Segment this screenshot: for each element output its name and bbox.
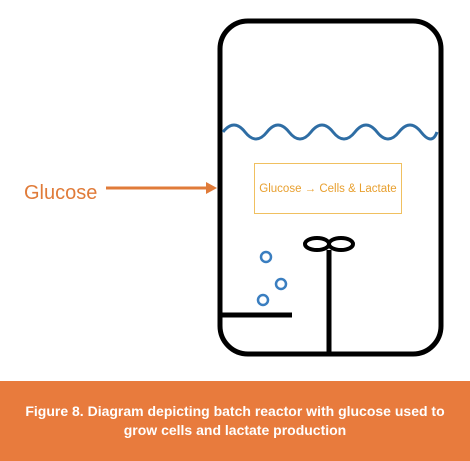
- gas-bubble: [259, 250, 273, 264]
- impeller-blade-left: [303, 236, 331, 252]
- glucose-feed-arrow-head: [206, 182, 217, 194]
- glucose-feed-label: Glucose: [24, 182, 98, 204]
- batch-reactor-diagram: [106, 18, 444, 357]
- reaction-box: Glucose → Cells & Lactate: [254, 163, 402, 214]
- figure-caption-text: Figure 8. Diagram depicting batch reacto…: [25, 403, 445, 438]
- impeller-blade-right: [327, 236, 355, 252]
- gas-bubble: [256, 293, 270, 307]
- gas-bubble: [274, 277, 288, 291]
- liquid-surface-wave: [221, 123, 439, 141]
- reaction-text: Glucose → Cells & Lactate: [259, 182, 397, 195]
- figure-caption-banner: Figure 8. Diagram depicting batch reacto…: [0, 381, 470, 461]
